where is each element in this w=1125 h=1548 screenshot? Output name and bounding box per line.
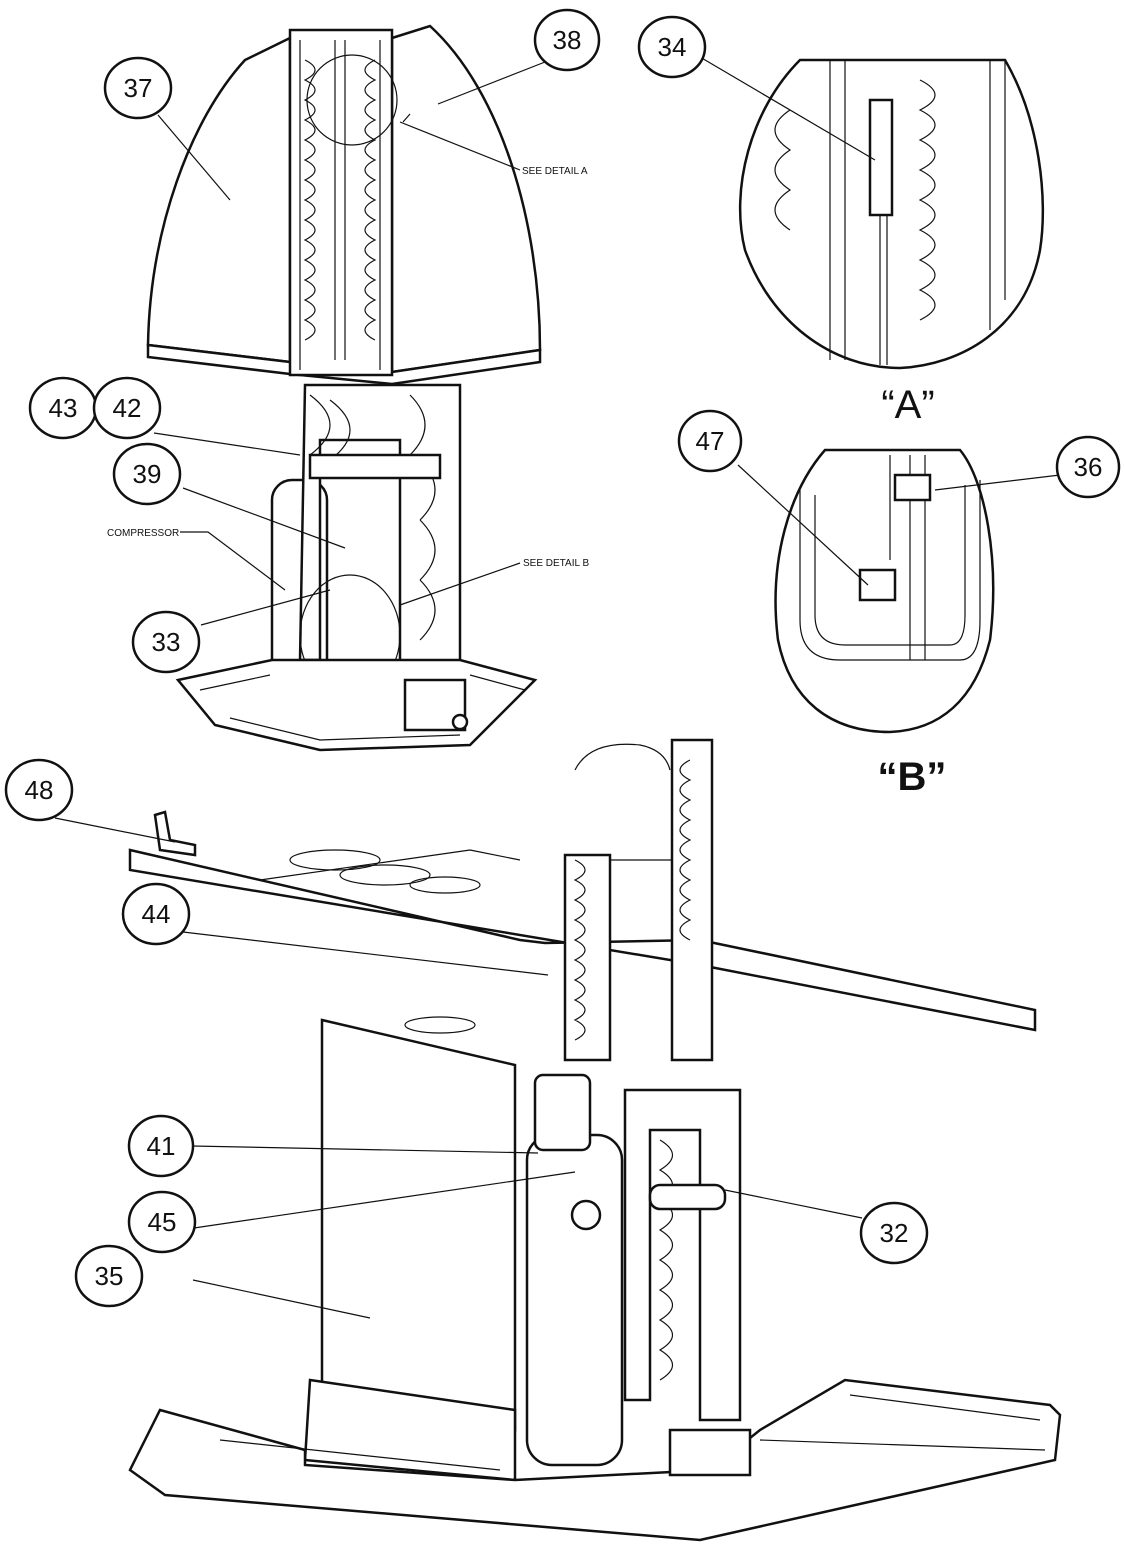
see-detail-a-note: SEE DETAIL A [522,166,588,177]
lower-accumulator [533,1073,592,1152]
svg-text:47: 47 [696,426,725,456]
cover-panel-38 [390,24,542,374]
lower-reversing-valve [648,1183,727,1211]
callout-47: 47 [677,409,743,473]
callout-43: 43 [28,376,98,440]
compressor-terminal [570,1199,602,1231]
lower-side-panel-35 [320,1018,517,1432]
detail-b-fitting-36 [893,473,932,502]
leader-lines [54,56,1061,1319]
lower-piping [623,1088,742,1422]
detail-b-label: “B” [878,755,947,799]
lower-coil-front [563,853,612,1062]
callout-39: 39 [112,442,182,506]
lower-bracket-48 [153,810,197,857]
svg-text:38: 38 [553,25,582,55]
svg-text:36: 36 [1074,452,1103,482]
svg-text:44: 44 [142,899,171,929]
callout-35: 35 [74,1244,144,1308]
lower-base-pan [128,1378,1062,1542]
lower-top-plate [128,848,1037,1032]
svg-text:42: 42 [113,393,142,423]
callout-34: 34 [637,15,707,79]
cover-panel-37 [146,35,292,364]
notes: SEE DETAIL A SEE DETAIL B COMPRESSOR “A”… [107,166,946,799]
svg-text:35: 35 [95,1261,124,1291]
detail-a-component-34 [868,98,894,217]
lower-coil-back [670,738,714,1062]
detail-a [738,58,1045,370]
svg-text:32: 32 [880,1218,909,1248]
upper-coil [288,28,394,377]
svg-text:39: 39 [133,459,162,489]
svg-text:43: 43 [49,393,78,423]
upper-filter-drier [308,453,442,480]
svg-text:34: 34 [658,32,687,62]
svg-text:37: 37 [124,73,153,103]
callout-32: 32 [859,1201,929,1265]
lower-control-box [668,1428,752,1477]
upper-assembly [146,24,542,752]
svg-text:48: 48 [25,775,54,805]
detail-a-circle-marker [306,54,398,146]
detail-b [774,448,995,734]
callout-38: 38 [533,8,601,72]
detail-b-component-47 [858,568,897,602]
compressor-note: COMPRESSOR [107,528,179,539]
callout-42: 42 [92,376,162,440]
callout-36: 36 [1055,435,1121,499]
see-detail-b-note: SEE DETAIL B [523,558,589,569]
callouts: 37 38 34 43 42 39 33 47 [4,8,1121,1308]
callout-37: 37 [103,56,173,120]
lower-assembly [128,738,1062,1542]
callout-33: 33 [131,610,201,674]
callout-45: 45 [127,1190,197,1254]
upper-base-pan [175,658,538,752]
svg-text:33: 33 [152,627,181,657]
callout-41: 41 [127,1114,195,1178]
svg-text:41: 41 [147,1131,176,1161]
lower-compressor [525,1133,624,1467]
callout-48: 48 [4,758,74,822]
detail-a-label: “A” [881,383,934,427]
callout-44: 44 [121,882,191,946]
upper-coil-fins [299,40,381,370]
svg-text:45: 45 [148,1207,177,1237]
